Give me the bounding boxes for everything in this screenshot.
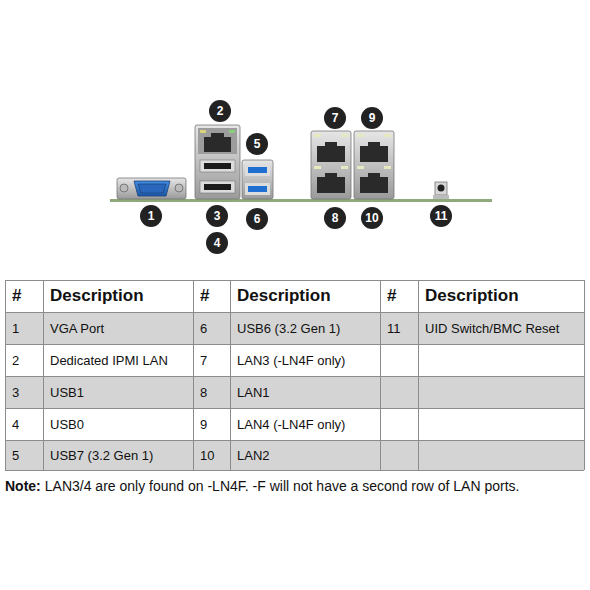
table-description-cell: USB0: [50, 417, 84, 432]
table-rule: [43, 280, 44, 470]
callout-circle: 11: [430, 205, 452, 227]
table-rule: [5, 470, 584, 471]
table-description-cell: LAN2: [237, 448, 270, 463]
table-number-cell: #: [200, 286, 209, 306]
table-number-cell: 8: [200, 385, 207, 400]
table-rule: [5, 280, 6, 470]
callout-circle: 1: [140, 205, 162, 227]
callout-disc-shape: [324, 107, 346, 129]
table-rule: [418, 280, 419, 470]
callout-circle: 5: [246, 133, 268, 155]
callout-number: 3: [206, 205, 228, 227]
table-rule: [5, 344, 584, 345]
callout-disc-shape: [324, 207, 346, 229]
usb3-port-stack: [242, 160, 273, 199]
table-number-cell: 1: [12, 321, 19, 336]
callout-disc-shape: [206, 232, 228, 254]
callout-number: 6: [246, 208, 268, 230]
callout-disc-shape: [430, 205, 452, 227]
callout-circle: 10: [361, 207, 383, 229]
callout-number: 7: [324, 107, 346, 129]
callout-number: 5: [246, 133, 268, 155]
table-number-cell: 3: [12, 385, 19, 400]
callout-circle: 2: [209, 100, 231, 122]
callout-number: 8: [324, 207, 346, 229]
table-description-cell: UID Switch/BMC Reset: [425, 321, 559, 336]
callout-disc-shape: [361, 207, 383, 229]
table-rule: [5, 312, 584, 313]
table-number-cell: 2: [12, 353, 19, 368]
table-row: [5, 440, 584, 470]
table-description-cell: Description: [237, 286, 331, 306]
callout-disc-shape: [246, 208, 268, 230]
callout-disc-shape: [361, 107, 383, 129]
table-rule: [5, 440, 584, 441]
table-rule: [5, 376, 584, 377]
table-rule: [380, 280, 381, 470]
callout-number: 11: [430, 205, 452, 227]
callout-number: 4: [206, 232, 228, 254]
table-description-cell: Dedicated IPMI LAN: [50, 353, 168, 368]
callout-number: 1: [140, 205, 162, 227]
table-number-cell: 10: [200, 448, 214, 463]
callout-number: 9: [361, 107, 383, 129]
table-number-cell: 4: [12, 417, 19, 432]
table-number-cell: 6: [200, 321, 207, 336]
table-description-cell: USB1: [50, 385, 84, 400]
note-line: Note:LAN3/4 are only found on -LN4F. -F …: [5, 478, 519, 494]
table-rule: [5, 280, 584, 281]
table-description-cell: Description: [50, 286, 144, 306]
table-description-cell: Description: [425, 286, 519, 306]
table-number-cell: #: [387, 286, 396, 306]
callout-circle: 6: [246, 208, 268, 230]
table-rule: [230, 280, 231, 470]
table-rule: [584, 280, 585, 470]
table-description-cell: LAN4 (-LN4F only): [237, 417, 345, 432]
callout-circle: 4: [206, 232, 228, 254]
table-row: [5, 376, 584, 408]
table-description-cell: USB6 (3.2 Gen 1): [237, 321, 340, 336]
table-rule: [193, 280, 194, 470]
table-row: [5, 280, 584, 312]
table-row: [5, 312, 584, 344]
table-row: [5, 344, 584, 376]
table-number-cell: 11: [387, 321, 401, 336]
table-description-cell: VGA Port: [50, 321, 104, 336]
table-description-cell: USB7 (3.2 Gen 1): [50, 448, 153, 463]
callout-circle: 7: [324, 107, 346, 129]
callout-circle: 9: [361, 107, 383, 129]
lan-port-stack: [311, 131, 351, 199]
callout-number: 2: [209, 100, 231, 122]
note-text: LAN3/4 are only found on -LN4F. -F will …: [45, 478, 520, 494]
note-heading: Note:: [5, 478, 41, 494]
table-number-cell: 7: [200, 353, 207, 368]
table-rule: [5, 408, 584, 409]
callout-disc-shape: [246, 133, 268, 155]
callout-circle: 8: [324, 207, 346, 229]
table-description-cell: LAN1: [237, 385, 270, 400]
vga-port: [117, 178, 186, 199]
table-number-cell: #: [12, 286, 21, 306]
lan-port-stack: [354, 131, 394, 199]
callout-number: 10: [361, 207, 383, 229]
ipmi-lan-usb-stack: [195, 125, 240, 199]
table-number-cell: 9: [200, 417, 207, 432]
table-number-cell: 5: [12, 448, 19, 463]
callout-circle: 3: [206, 205, 228, 227]
uid-button: [433, 182, 449, 199]
callout-disc-shape: [140, 205, 162, 227]
table-description-cell: LAN3 (-LN4F only): [237, 353, 345, 368]
callout-disc-shape: [206, 205, 228, 227]
callout-disc-shape: [209, 100, 231, 122]
board-edge: [110, 199, 492, 202]
table-row: [5, 408, 584, 440]
